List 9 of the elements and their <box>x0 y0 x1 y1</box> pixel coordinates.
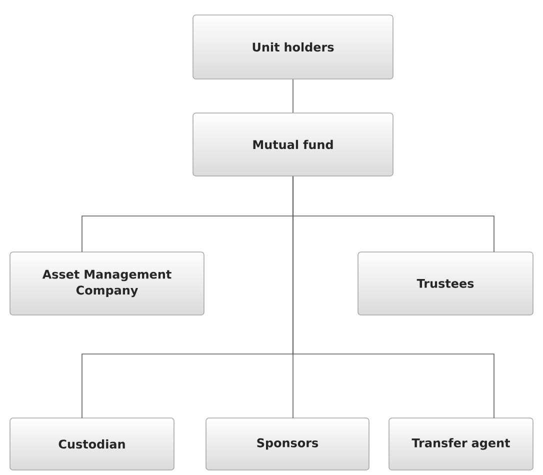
connector-line <box>292 79 294 113</box>
org-box: Sponsors <box>206 418 370 470</box>
org-box: Transfer agent <box>388 418 534 470</box>
org-box: Trustees <box>358 252 534 316</box>
org-box: Custodian <box>10 418 174 470</box>
org-box: Unit holders <box>192 14 394 80</box>
org-box: Asset Management Company <box>10 252 204 316</box>
org-box: Mutual fund <box>192 112 394 176</box>
connector-line <box>292 176 494 418</box>
